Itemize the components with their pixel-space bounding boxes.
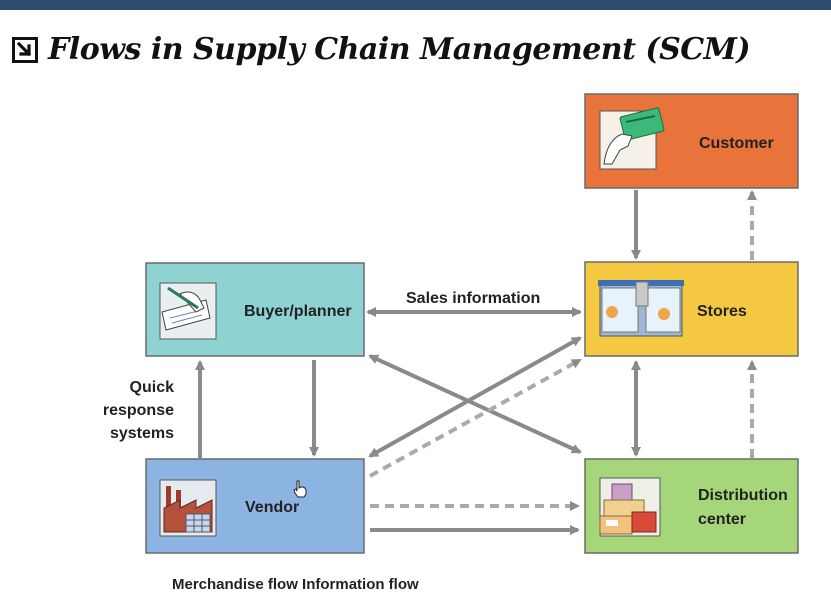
quick-response-label-line2: response [103,402,174,419]
distribution-label-line1: Distribution [698,487,788,504]
vendor-stores-arrow [368,336,582,458]
distribution-label-line2: center [698,511,746,528]
top-banner [0,0,831,10]
quick-response-label-line3: systems [110,425,174,442]
customer-label: Customer [699,135,774,152]
legend-text: Merchandise flow Information flow [172,576,419,593]
arrow-down-right-box-icon [12,36,38,63]
stores-label: Stores [697,303,747,320]
storefront-icon [598,280,684,337]
node-distribution: Distribution center [584,458,799,554]
quick-response-label-line1: Quick [130,379,175,396]
writing-hand-icon [159,282,217,340]
sales-information-label: Sales information [406,290,540,307]
info-vendor-to-stores [369,358,582,478]
node-customer: Customer [584,93,799,189]
buyer-label: Buyer/planner [244,303,352,320]
node-stores: Stores [584,261,799,357]
node-vendor: Vendor [145,458,365,554]
hand-pointer-icon [293,480,307,498]
node-buyer: Buyer/planner [145,262,365,357]
boxes-icon [599,477,661,537]
factory-icon [159,479,217,537]
credit-card-hand-icon [599,107,665,170]
vendor-label: Vendor [245,499,299,516]
slide-title: Flows in Supply Chain Management (SCM) [48,32,751,67]
title-row: Flows in Supply Chain Management (SCM) [12,32,751,67]
